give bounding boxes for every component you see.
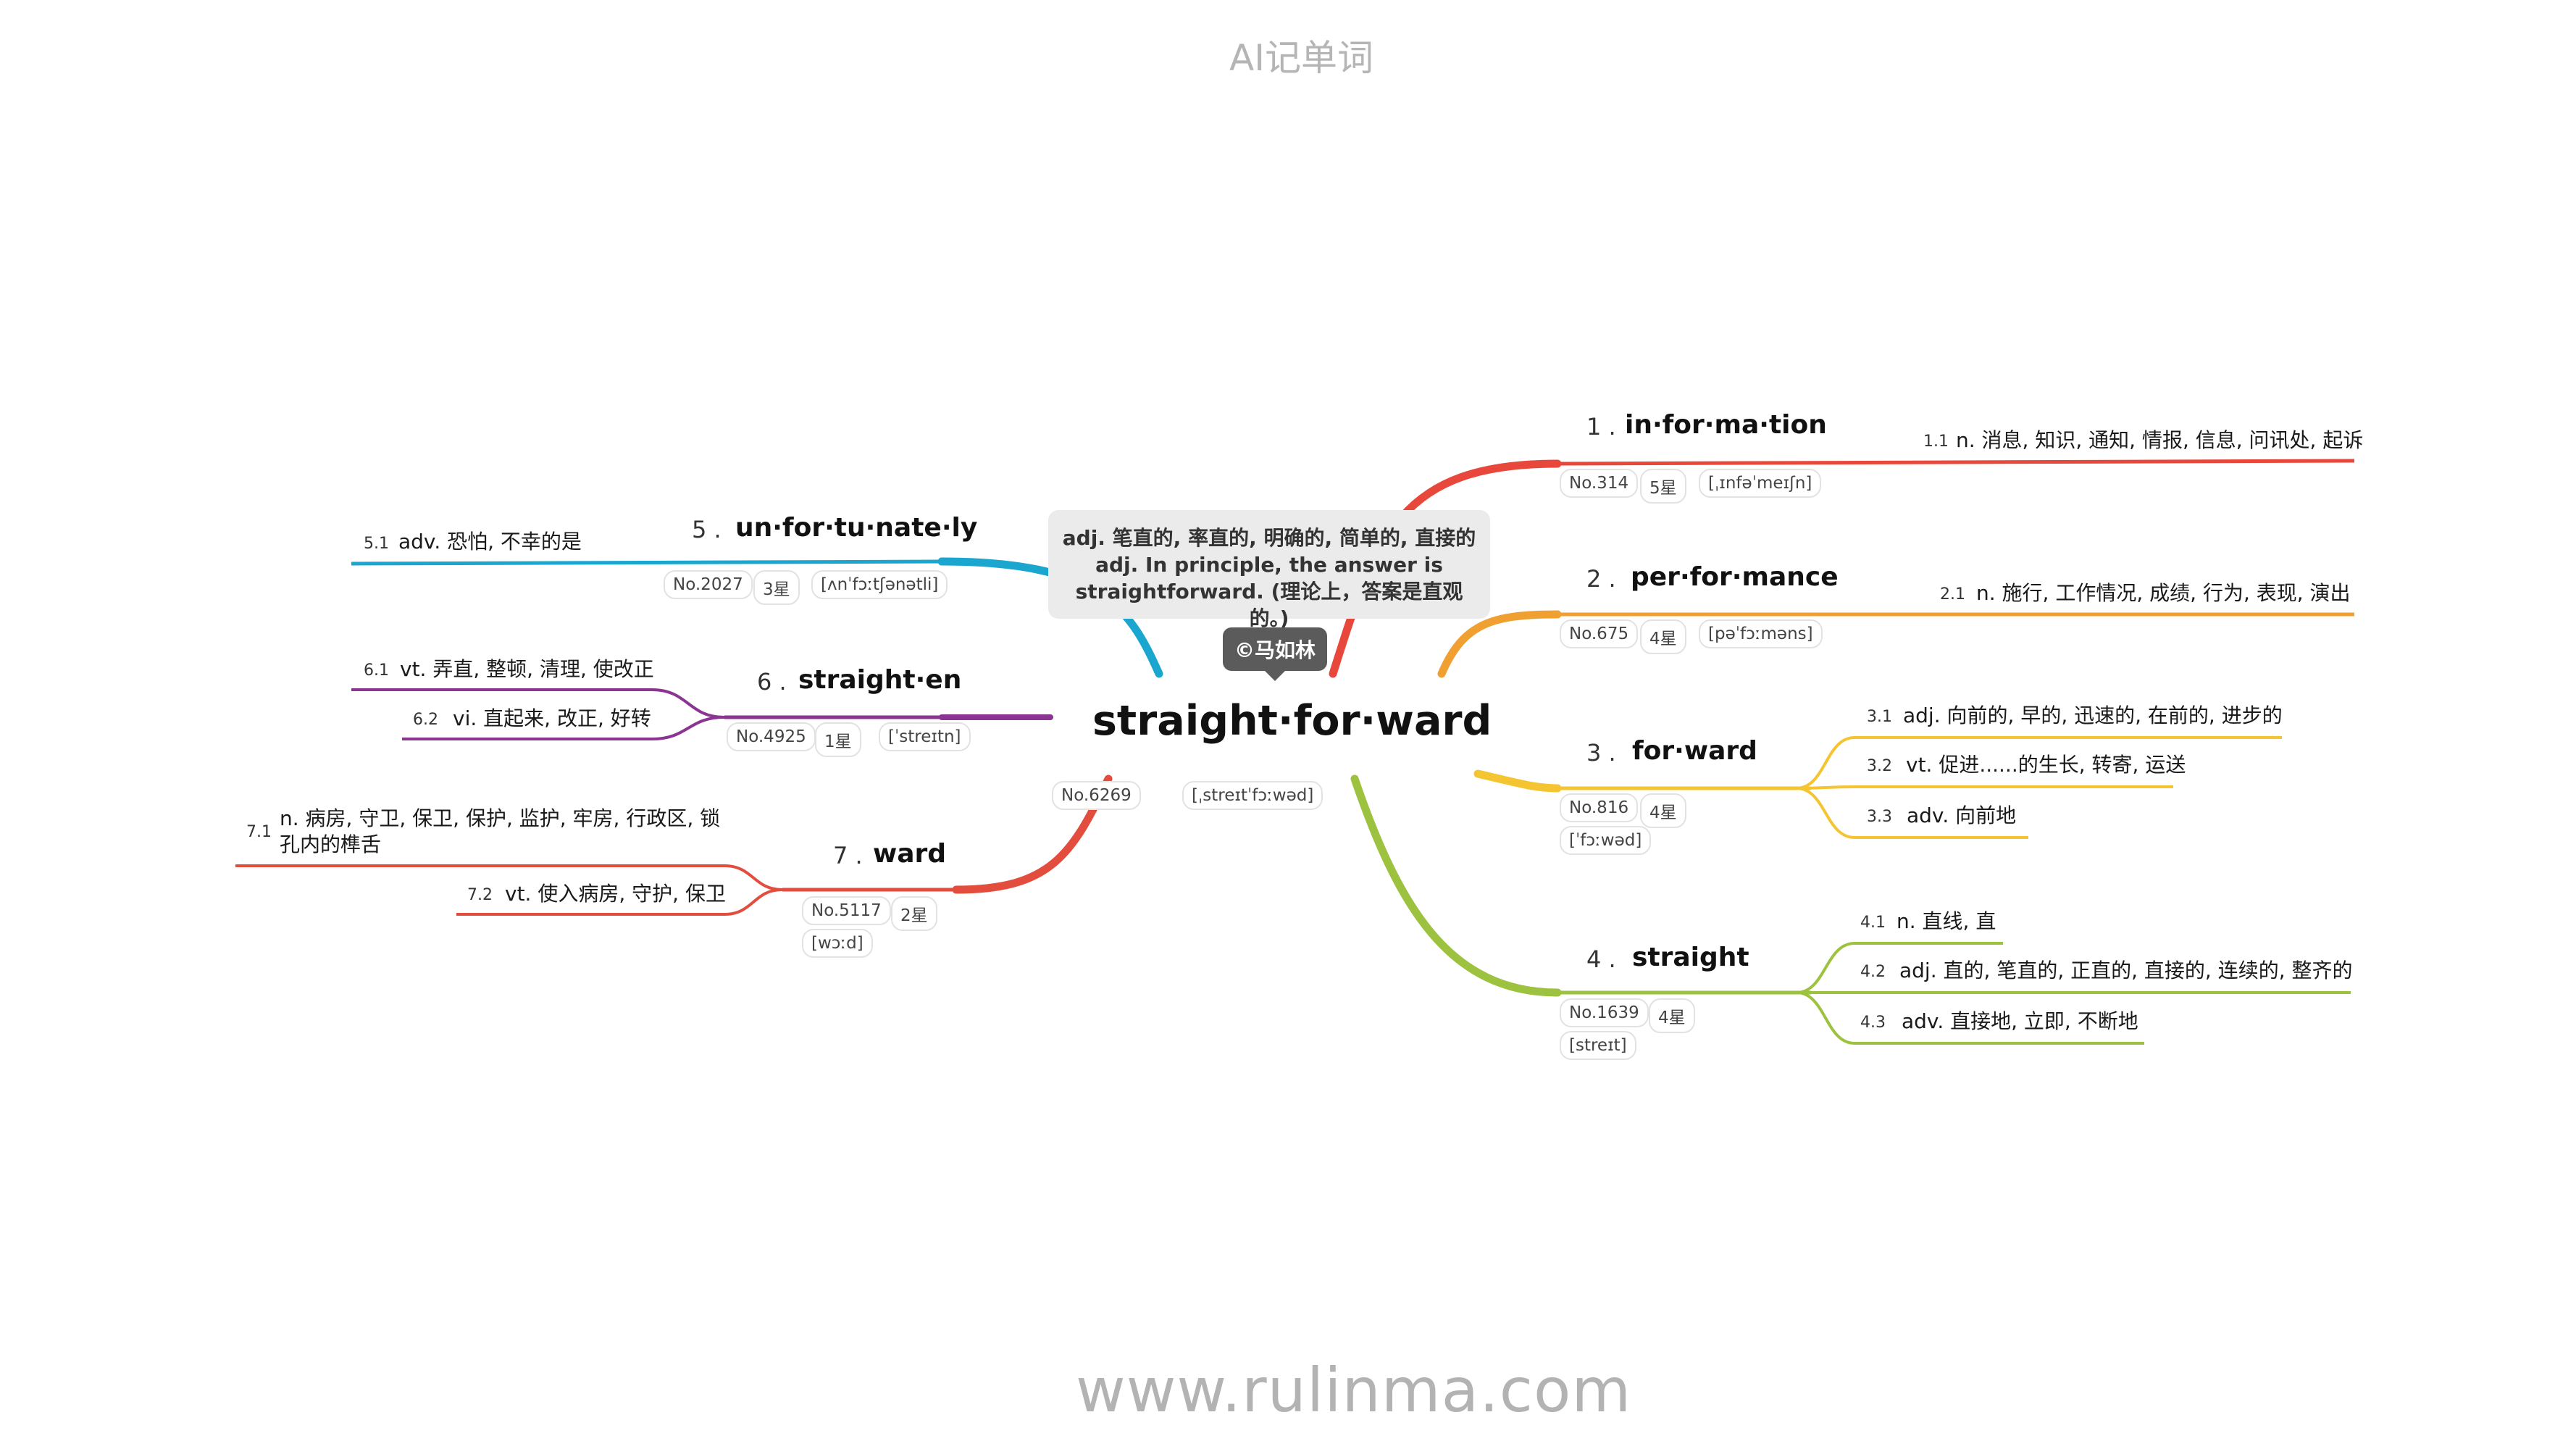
sub-definition[interactable]: vt. 促进......的生长, 转寄, 运送 (1906, 753, 2186, 777)
branch-1-underline (1557, 459, 2355, 466)
sub-definition[interactable]: vt. 弄直, 整顿, 清理, 使改正 (400, 657, 654, 681)
number-tag: No.314 (1560, 469, 1639, 498)
central-topic[interactable]: straight·for·ward (1092, 697, 1492, 745)
number-tag: No.816 (1560, 793, 1639, 822)
number-tag: No.2027 (664, 570, 753, 599)
branch-number: 7 . (833, 842, 863, 869)
ipa-tag: [streɪt] (1560, 1031, 1636, 1060)
sub-4-1-connector (1796, 942, 2003, 994)
branch-5-underline (351, 559, 942, 566)
branch-word[interactable]: ward (873, 839, 947, 869)
sub-3-1-connector (1796, 736, 2282, 790)
sub-definition[interactable]: n. 施行, 工作情况, 成绩, 行为, 表现, 演出 (1976, 581, 2351, 605)
sub-definition[interactable]: n. 直线, 直 (1897, 909, 1996, 933)
branch-number: 5 . (692, 516, 722, 543)
sub-definition[interactable]: n. 病房, 守卫, 保卫, 保护, 监护, 牢房, 行政区, 锁孔内的榫舌 (280, 806, 721, 856)
ipa-tag: [ˈstreɪtn] (879, 722, 971, 751)
sub-definition[interactable]: adj. 直的, 笔直的, 正直的, 直接的, 连续的, 整齐的 (1899, 959, 2353, 982)
sub-number: 3.2 (1867, 757, 1892, 775)
sub-definition[interactable]: adv. 直接地, 立即, 不断地 (1902, 1009, 2138, 1033)
sub-7-2-connector (456, 888, 783, 916)
sub-3-3-connector (1796, 787, 2028, 839)
branch-2-connector (1437, 610, 1562, 678)
stars-tag: 4星 (1649, 998, 1695, 1033)
sub-number: 5.1 (364, 535, 389, 553)
copyright-badge: ©马如林 (1223, 627, 1328, 681)
sub-definition[interactable]: adv. 恐怕, 不幸的是 (398, 530, 582, 554)
number-tag: No.4925 (727, 722, 816, 751)
stars-tag: 4星 (1640, 793, 1686, 828)
branch-number: 4 . (1586, 945, 1616, 973)
sub-definition[interactable]: adj. 向前的, 早的, 迅速的, 在前的, 进步的 (1903, 703, 2283, 727)
sub-number: 4.3 (1860, 1014, 1886, 1032)
stars-tag: 4星 (1640, 619, 1686, 654)
sub-7-1-connector (235, 864, 783, 891)
center-number-tag: No.6269 (1052, 781, 1141, 810)
sub-number: 4.1 (1860, 914, 1886, 932)
sub-6-2-connector (402, 716, 725, 740)
footer-url[interactable]: www.rulinma.com (1076, 1355, 1632, 1426)
sub-6-1-connector (351, 688, 725, 719)
sub-definition[interactable]: vt. 使入病房, 守护, 保卫 (505, 882, 726, 906)
sub-number: 3.1 (1867, 708, 1892, 726)
callout-line-2: adj. In principle, the answer is (1095, 553, 1443, 577)
sub-4-3-connector (1796, 991, 2144, 1045)
sub-3-2-connector (1796, 785, 2173, 790)
sub-definition[interactable]: vi. 直起来, 改正, 好转 (453, 706, 651, 730)
branch-number: 2 . (1586, 565, 1616, 593)
stars-tag: 1星 (815, 722, 861, 757)
app-title: AI记单词 (1229, 37, 1373, 79)
stars-tag: 3星 (753, 570, 800, 605)
sub-number: 6.1 (364, 661, 389, 680)
branch-number: 3 . (1586, 739, 1616, 767)
sub-number: 7.2 (467, 886, 493, 904)
number-tag: No.1639 (1560, 998, 1649, 1027)
branch-number: 1 . (1586, 413, 1616, 440)
stars-tag: 2星 (891, 896, 937, 931)
branch-word[interactable]: un·for·tu·nate·ly (735, 513, 978, 543)
branch-4-connector (1350, 774, 1562, 997)
definition-callout: adj. 笔直的, 率直的, 明确的, 简单的, 直接的 adj. In pri… (1048, 510, 1490, 630)
branch-number: 6 . (757, 668, 787, 696)
sub-number: 6.2 (413, 711, 438, 729)
sub-number: 1.1 (1923, 433, 1949, 451)
sub-number: 7.1 (246, 823, 272, 841)
callout-line-3: straightforward. (理论上，答案是直观的。) (1075, 580, 1463, 630)
sub-number: 4.2 (1860, 963, 1886, 981)
sub-definition[interactable]: n. 消息, 知识, 通知, 情报, 信息, 问讯处, 起诉 (1956, 428, 2364, 452)
number-tag: No.675 (1560, 619, 1639, 648)
branch-word[interactable]: straight·en (798, 665, 962, 695)
ipa-tag: [wɔːd] (802, 929, 873, 958)
sub-number: 3.3 (1867, 808, 1892, 826)
center-ipa-tag: [ˌstreɪtˈfɔːwəd] (1182, 781, 1323, 810)
ipa-tag: [ˌɪnfəˈmeɪʃn] (1699, 469, 1822, 498)
branch-word[interactable]: straight (1632, 943, 1749, 972)
branch-word[interactable]: for·ward (1632, 736, 1757, 766)
callout-line-1: adj. 笔直的, 率直的, 明确的, 简单的, 直接的 (1062, 526, 1476, 550)
branch-word[interactable]: in·for·ma·tion (1625, 410, 1827, 440)
ipa-tag: [ˈfɔːwəd] (1560, 826, 1652, 855)
ipa-tag: [ʌnˈfɔːtʃənətli] (811, 570, 948, 599)
branch-3-connector (1473, 769, 1562, 793)
stars-tag: 5星 (1640, 469, 1686, 504)
sub-definition[interactable]: adv. 向前地 (1907, 803, 2017, 827)
branch-word[interactable]: per·for·mance (1631, 562, 1839, 592)
ipa-tag: [pəˈfɔːməns] (1699, 619, 1823, 648)
sub-number: 2.1 (1940, 585, 1965, 604)
number-tag: No.5117 (802, 896, 891, 925)
